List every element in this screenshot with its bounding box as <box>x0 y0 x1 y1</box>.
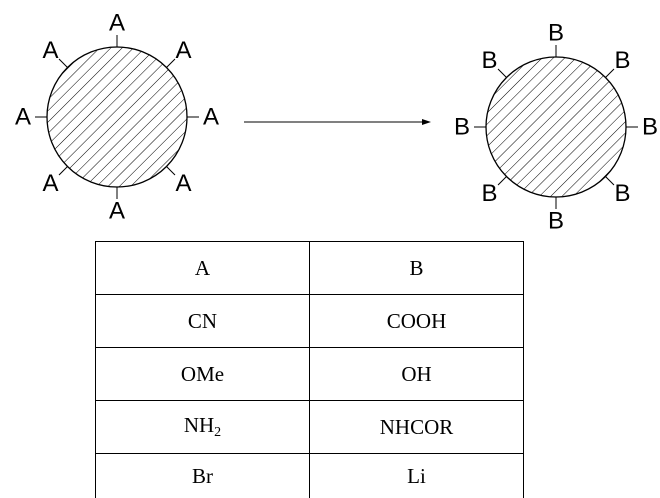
right-particle-core <box>485 56 627 198</box>
right-group-label: B <box>482 180 498 207</box>
left-bond-line <box>166 166 176 176</box>
table-row: Br Li <box>95 453 524 498</box>
right-bond-line <box>605 176 615 186</box>
table-row: NH2 NHCOR <box>95 400 524 454</box>
right-group-label: B <box>482 47 498 74</box>
right-group-label: B <box>642 114 658 141</box>
cell-a: Br <box>95 453 310 498</box>
left-group-label: A <box>109 10 125 37</box>
header-cell-b: B <box>309 241 524 295</box>
formula-base: NH <box>183 413 215 437</box>
left-particle-core <box>46 46 188 188</box>
left-particle: A A A A A A A A <box>15 10 219 225</box>
cell-b: COOH <box>309 294 524 348</box>
right-group-label: B <box>548 20 564 47</box>
cell-a: NH2 <box>95 400 310 454</box>
header-cell-a: A <box>95 241 310 295</box>
left-group-label: A <box>175 170 191 197</box>
right-group-label: B <box>614 47 630 74</box>
formula-subscript: 2 <box>214 425 222 440</box>
left-group-label: A <box>203 104 219 131</box>
table-row: CN COOH <box>95 294 524 348</box>
cell-b: Li <box>309 453 524 498</box>
left-group-label: A <box>43 170 59 197</box>
group-conversion-table: A B CN COOH OMe OH NH2 NHCOR Br Li <box>95 241 524 498</box>
cell-a: CN <box>95 294 310 348</box>
left-group-label: A <box>43 37 59 64</box>
left-bond-line <box>166 58 176 68</box>
left-group-label: A <box>15 104 31 131</box>
right-functional-groups: B B B B B B B B <box>454 20 658 235</box>
right-particle: B B B B B B B B <box>454 20 658 235</box>
cell-b: OH <box>309 347 524 401</box>
right-group-label: B <box>614 180 630 207</box>
table-header-row: A B <box>95 241 524 295</box>
left-functional-groups: A A A A A A A A <box>15 10 219 225</box>
reaction-arrow <box>244 119 431 125</box>
right-bond-line <box>497 68 507 78</box>
right-bond-line <box>497 176 507 186</box>
left-bond-line <box>58 166 68 176</box>
right-bond-line <box>605 68 615 78</box>
right-group-label: B <box>548 208 564 235</box>
left-group-label: A <box>175 37 191 64</box>
left-bond-line <box>58 58 68 68</box>
cell-a: OMe <box>95 347 310 401</box>
left-group-label: A <box>109 198 125 225</box>
table-row: OMe OH <box>95 347 524 401</box>
cell-b: NHCOR <box>309 400 524 454</box>
right-group-label: B <box>454 114 470 141</box>
